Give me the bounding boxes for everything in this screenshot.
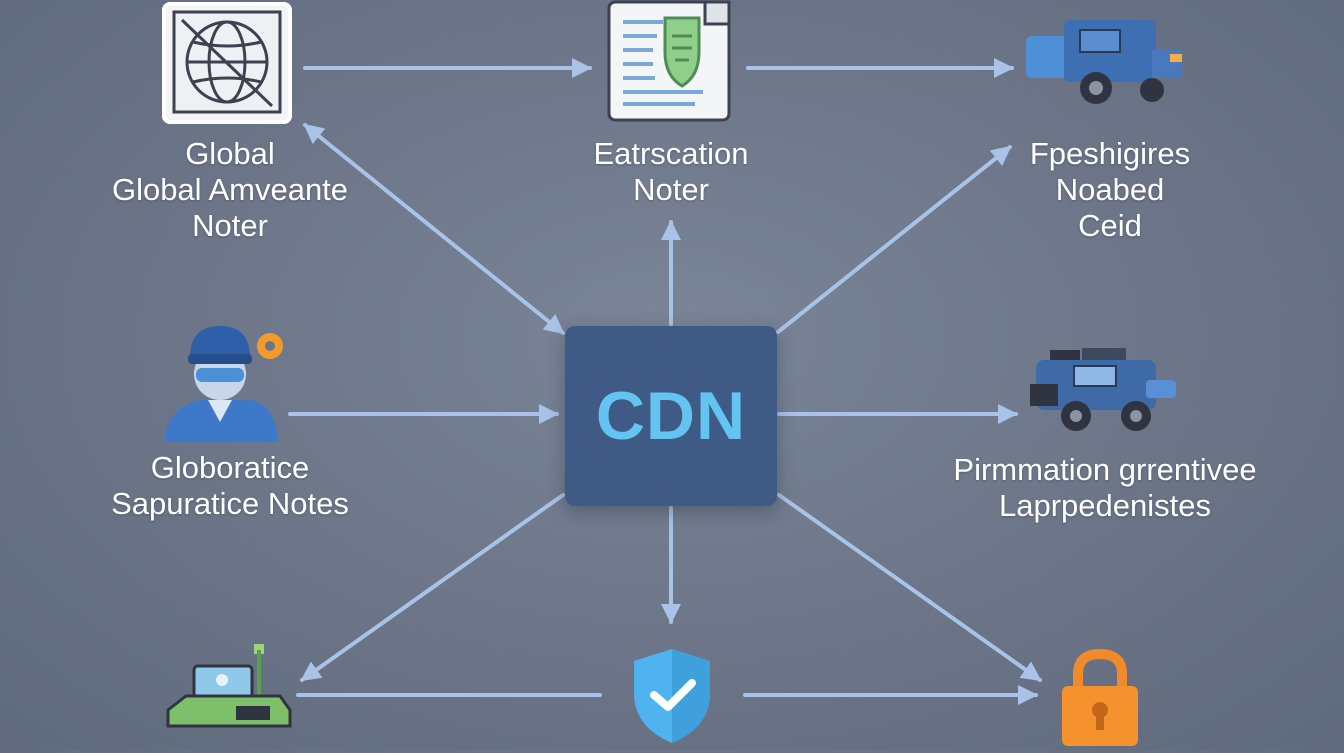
arrow-hub-to-machine [300,493,565,682]
node-label-mid-left: Globoratice Sapuratice Notes [60,450,400,522]
node-label-top-center: Eatrscation Noter [540,136,802,208]
node-label-line: Fpeshigires [1029,136,1191,171]
truck-icon [1020,14,1188,110]
cdn-hub: CDN [565,326,777,506]
arrow-hub-globe [303,123,565,335]
node-label-line: Sapuratice Notes [111,486,349,521]
machine-icon [164,640,296,736]
arrow-hub-to-lock [777,493,1042,682]
node-label-line: Ceid [1078,208,1142,243]
node-label-line: Noter [633,172,709,207]
node-label-line: Globoratice [150,450,310,485]
node-label-line: Laprpedenistes [999,488,1211,523]
node-label-mid-right: Pirmmation grrentivee Laprpedenistes [905,452,1305,524]
node-label-line: Global Amveante [111,172,349,207]
globe-icon [160,0,294,126]
lock-icon [1056,648,1144,748]
shield-check-icon [630,645,714,745]
node-label-line: Pirmmation grrentivee [953,452,1257,487]
document-shield-icon [605,0,735,124]
node-label-line: Noabed [1055,172,1165,207]
vehicle-icon [1026,346,1182,436]
arrow-hub-to-top-right [776,145,1012,334]
node-label-top-left: Global Global Amveante Noter [70,136,390,244]
node-label-line: Noter [192,208,268,243]
node-label-line: Eatrscation [593,136,749,171]
user-icon [160,322,290,446]
hub-label: CDN [595,378,747,454]
node-label-line: Global [185,136,275,171]
node-label-top-right: Fpeshigires Noabed Ceid [990,136,1230,244]
